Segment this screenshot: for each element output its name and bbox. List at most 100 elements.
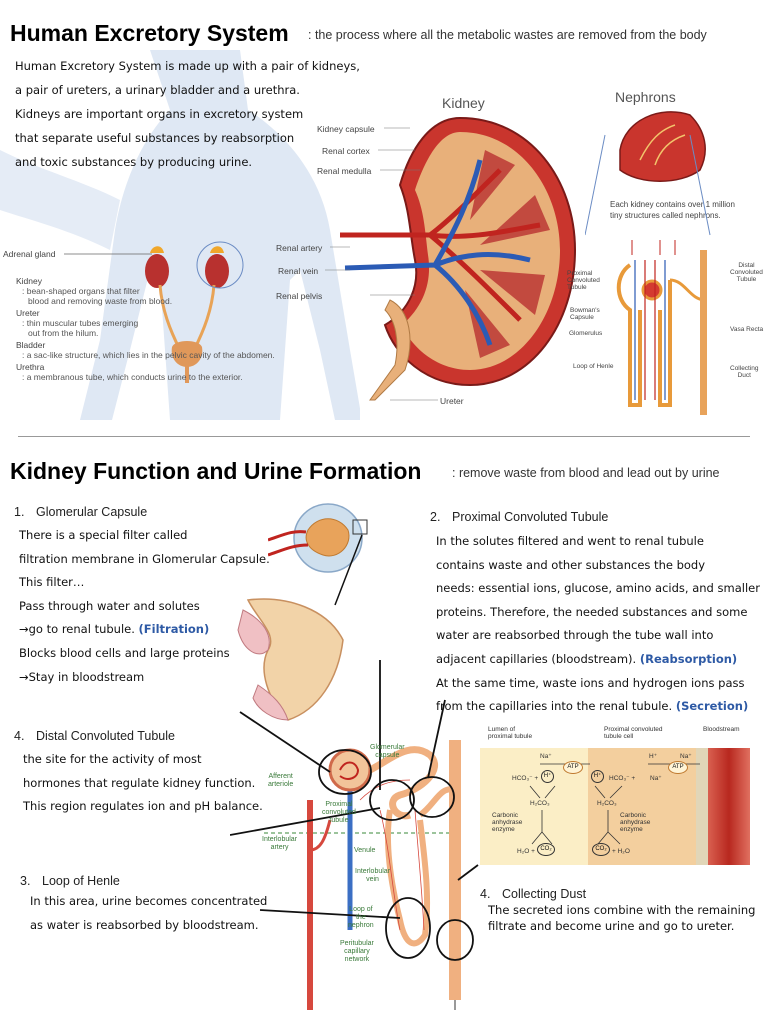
atp-badge: ATP <box>563 761 583 774</box>
heading-glomerular-capsule: 1. Glomerular Capsule <box>14 505 147 519</box>
heading-number: 4. <box>480 887 491 901</box>
text-line: contains waste and other substances the … <box>436 557 706 572</box>
part-name-bladder: Bladder <box>16 340 46 350</box>
label-line: capsule <box>375 752 400 759</box>
label-line: Proximal <box>567 270 593 277</box>
label-distal-tubule: Distal Convoluted Tubule <box>730 262 763 283</box>
label-proximal-convoluted-tubule: Proximal convoluted tubule <box>322 801 356 825</box>
kidney-medulla <box>402 132 560 370</box>
part-desc-bladder: : a sac-like structure, which lies in th… <box>22 350 275 360</box>
text-line: At the same time, waste ions and hydroge… <box>436 675 745 690</box>
label-line: Lumen of <box>488 726 516 733</box>
label-line: artery <box>270 844 289 851</box>
part-name-ureter: Ureter <box>16 308 40 318</box>
urethra <box>185 365 189 383</box>
part-desc-kidney: : bean-shaped organs that filter <box>22 286 140 296</box>
label-proximal-tubule: Proximal Convoluted Tubule <box>567 270 600 291</box>
text-line: In this area, urine becomes concentrated <box>30 894 268 908</box>
label-line: Tubule <box>567 284 587 291</box>
intro-line: a pair of ureters, a urinary bladder and… <box>15 83 300 97</box>
label-line: the <box>355 914 366 921</box>
intro-text: Human Excretory System is made up with a… <box>15 54 360 174</box>
label-line: nephron <box>348 922 374 929</box>
label-renal-artery: Renal artery <box>276 243 323 253</box>
ion-na-3: Na⁺ <box>650 775 662 782</box>
urinary-system-diagram <box>145 246 229 383</box>
label-line: Peritubular <box>340 940 374 947</box>
loop-of-henle-text: In this area, urine becomes concentrated… <box>30 890 267 937</box>
nephrons-title: Nephrons <box>615 89 676 105</box>
label-venule: Venule <box>354 847 376 854</box>
heading-distal-tubule: 4.Distal Convoluted Tubule <box>14 729 175 743</box>
heading-number: 4. <box>14 729 25 743</box>
heading-number: 1. <box>14 505 25 519</box>
label-renal-cortex: Renal cortex <box>322 146 370 156</box>
intro-line: Kidneys are important organs in excretor… <box>15 107 304 121</box>
label-line: Carbonic <box>620 812 647 819</box>
ion-na: Na⁺ <box>540 753 552 760</box>
section-title: Kidney Function and Urine Formation <box>10 458 422 484</box>
label-line: arteriole <box>268 781 294 788</box>
filtration-membrane-illustration <box>237 598 344 721</box>
label-line: Capsule <box>570 314 594 321</box>
section-divider <box>18 436 750 437</box>
leader-line <box>64 253 152 255</box>
label-line: anhydrase <box>620 819 651 826</box>
text-line: There is a special filter called <box>19 528 188 542</box>
nephron-caption-2: tiny structures called nephrons. <box>610 211 721 220</box>
page-subtitle: : the process where all the metabolic wa… <box>308 28 707 42</box>
label-line: Proximal convoluted <box>604 726 663 733</box>
atp-badge-2: ATP <box>668 761 688 774</box>
ion-h: H⁺ <box>649 753 658 760</box>
label-line: convoluted <box>322 809 356 816</box>
part-name-kidney: Kidney <box>16 276 42 286</box>
part-desc-urethra: : a membranous tube, which conducts urin… <box>22 372 243 382</box>
label-line: enzyme <box>620 826 643 833</box>
page-title: Human Excretory System <box>10 20 289 46</box>
label-line: Tubule <box>736 276 757 283</box>
label-line: anhydrase <box>492 819 523 826</box>
label-collecting-duct: Collecting Duct <box>730 365 759 379</box>
label-carbonic-anhydrase-2: Carbonic anhydrase enzyme <box>620 812 650 833</box>
label-line: Afferent <box>268 773 293 780</box>
label-renal-pelvis: Renal pelvis <box>276 291 323 301</box>
proximal-tubule-text: In the solutes filtered and went to rena… <box>436 530 760 719</box>
interstitial-region <box>696 748 708 865</box>
nephron-function-diagram <box>264 740 474 1010</box>
label-loop-of-henle: Loop of Henle <box>573 363 614 370</box>
text-line: This region regulates ion and pH balance… <box>23 799 263 814</box>
label-line: enzyme <box>492 826 515 833</box>
label-line: Convoluted <box>567 277 600 284</box>
label-line: tubule <box>329 817 349 824</box>
label-line: proximal tubule <box>488 733 533 740</box>
molecule-h2co3: H₂CO₃ <box>530 800 550 807</box>
ion-h-circle: H⁺ <box>541 770 554 783</box>
text-line: filtrate and become urine and go to uret… <box>488 919 735 933</box>
label-line: Carbonic <box>492 812 519 819</box>
label-kidney-capsule: Kidney capsule <box>317 124 375 134</box>
label-line: Interlobular <box>262 836 298 843</box>
label-line: Loop of <box>349 906 373 913</box>
text-line: as water is reabsorbed by bloodstream. <box>30 917 259 932</box>
label-line: Interlobular <box>355 868 391 875</box>
label-line: Duct <box>737 372 751 379</box>
label-peritubular-network: Peritubular capillary network <box>340 940 374 964</box>
molecule-h2o: H₂O + <box>517 848 535 855</box>
label-line: Proximal <box>325 801 353 808</box>
heading-text: Glomerular Capsule <box>36 505 148 519</box>
label-renal-vein: Renal vein <box>278 266 319 276</box>
label-line: Bowman's <box>570 307 600 314</box>
reaction-arrows <box>529 785 623 845</box>
text-span: →go to renal tubule. <box>19 622 135 637</box>
molecule-h2co3-2: H₂CO₃ <box>597 800 617 807</box>
label-renal-medulla: Renal medulla <box>317 166 372 176</box>
renal-artery-vessels <box>340 168 541 322</box>
ion-h-circle-2: H⁺ <box>591 770 604 783</box>
tag-reabsorption: (Reabsorption) <box>639 651 738 666</box>
label-line: Collecting <box>730 365 759 372</box>
text-line: the site for the activity of most <box>23 752 202 766</box>
nephron-wedge <box>619 111 706 182</box>
part-desc-kidney-2: blood and removing waste from blood. <box>28 296 173 306</box>
label-line: capillary <box>344 948 370 955</box>
text-line: water are reabsorbed through the tube wa… <box>436 628 714 643</box>
